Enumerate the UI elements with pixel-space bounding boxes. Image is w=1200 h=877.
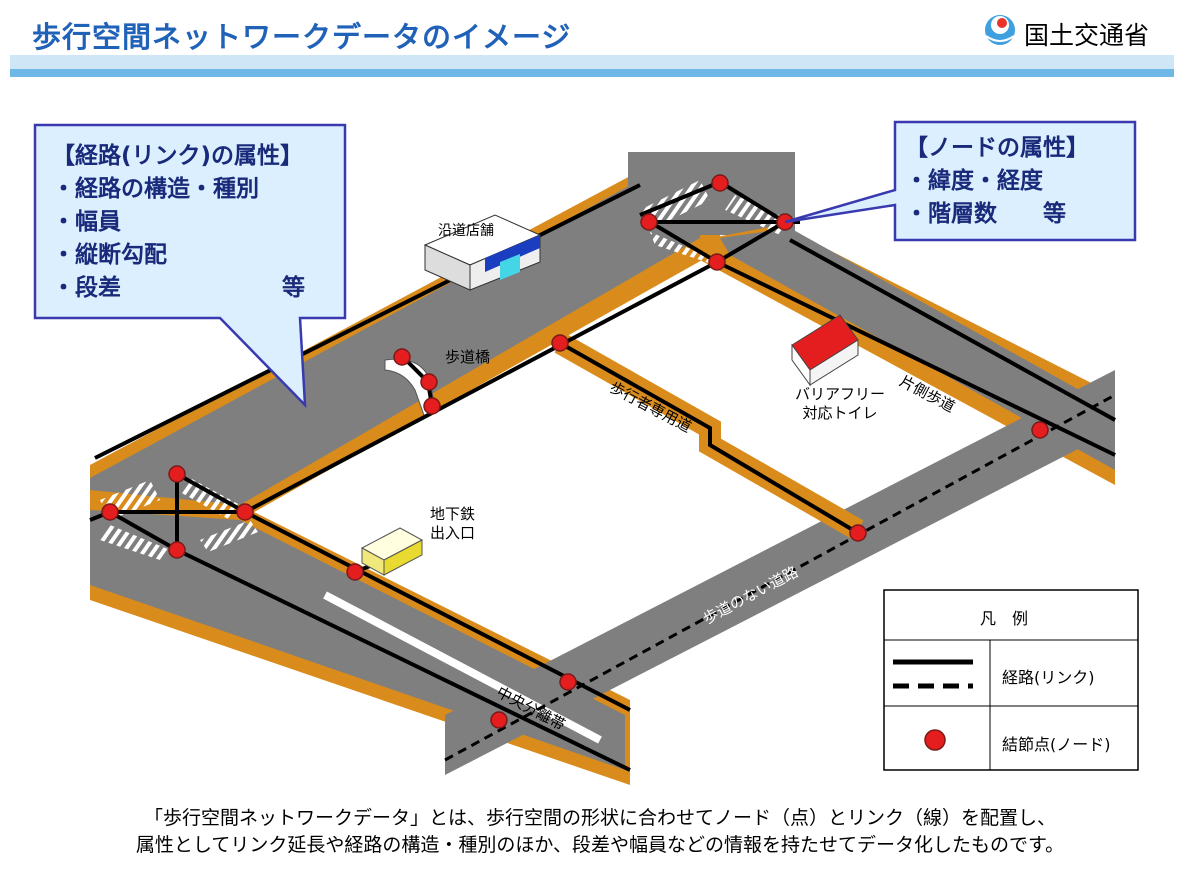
callout-link-text: 【経路(リンク)の属性】 ・経路の構造・種別 ・幅員 ・縦断勾配 ・段差 等 xyxy=(52,140,305,305)
callout-node-box xyxy=(784,120,1137,242)
callout-node-item: ・緯度・経度 xyxy=(905,168,1043,194)
node xyxy=(849,524,867,542)
median-strip xyxy=(323,591,602,744)
page-title: 歩行空間ネットワークデータのイメージ xyxy=(32,20,572,54)
callout-node-item: ・階層数 等 xyxy=(905,201,1066,227)
ministry-logo-icon xyxy=(985,15,1015,45)
network-links xyxy=(89,180,1116,772)
network-nodes xyxy=(101,174,1049,729)
node xyxy=(101,503,119,521)
node xyxy=(551,334,569,352)
callout-link-item: ・段差 等 xyxy=(52,275,305,301)
node xyxy=(423,397,441,415)
node xyxy=(168,465,186,483)
node xyxy=(490,711,508,729)
ministry-name: 国土交通省 xyxy=(1024,21,1150,50)
callout-node-title: 【ノードの属性】 xyxy=(905,135,1089,161)
label-barrier-free-toilet: バリアフリー 対応トイレ xyxy=(795,385,886,422)
legend-title: 凡 例 xyxy=(980,609,1029,628)
node xyxy=(711,174,729,192)
label-roadside-shop: 沿道店舗 xyxy=(438,223,494,239)
legend-node-icon xyxy=(924,729,946,751)
subway-entrance-icon xyxy=(360,527,424,576)
callout-node-text: 【ノードの属性】 ・緯度・経度 ・階層数 等 xyxy=(905,132,1089,231)
roadside-shop-icon xyxy=(423,214,542,291)
road-no-sidewalk xyxy=(445,370,1115,775)
label-footbridge: 歩道橋 xyxy=(445,348,491,366)
caption-line-1: 「歩行空間ネットワークデータ」とは、歩行空間の形状に合わせてノード（点）とリンク… xyxy=(143,807,1056,829)
header-band xyxy=(10,55,1174,69)
legend-box xyxy=(883,589,1139,771)
node xyxy=(420,373,438,391)
node xyxy=(393,348,411,366)
node xyxy=(708,253,726,271)
dashed-link xyxy=(444,393,1116,762)
node xyxy=(168,541,186,559)
caption-line-2: 属性としてリンク延長や経路の構造・種別のほか、段差や幅員などの情報を持たせてデー… xyxy=(135,834,1065,856)
callout-link-item: ・縦断勾配 xyxy=(52,242,167,268)
right-road-asphalt xyxy=(720,228,1115,470)
node xyxy=(346,563,364,581)
barrier-free-toilet-icon xyxy=(791,314,859,387)
node xyxy=(1031,421,1049,439)
legend-node-label: 結節点(ノード) xyxy=(1002,735,1111,754)
header-band-accent xyxy=(10,69,1174,77)
node xyxy=(640,213,658,231)
label-subway-entrance: 地下鉄 出入口 xyxy=(430,505,476,542)
callout-link-item: ・経路の構造・種別 xyxy=(52,176,259,202)
callout-link-item: ・幅員 xyxy=(52,209,121,235)
node xyxy=(559,673,577,691)
callout-link-title: 【経路(リンク)の属性】 xyxy=(52,143,304,169)
legend-link-label: 経路(リンク) xyxy=(1002,668,1095,687)
node xyxy=(236,503,254,521)
callout-link-box xyxy=(33,123,347,409)
